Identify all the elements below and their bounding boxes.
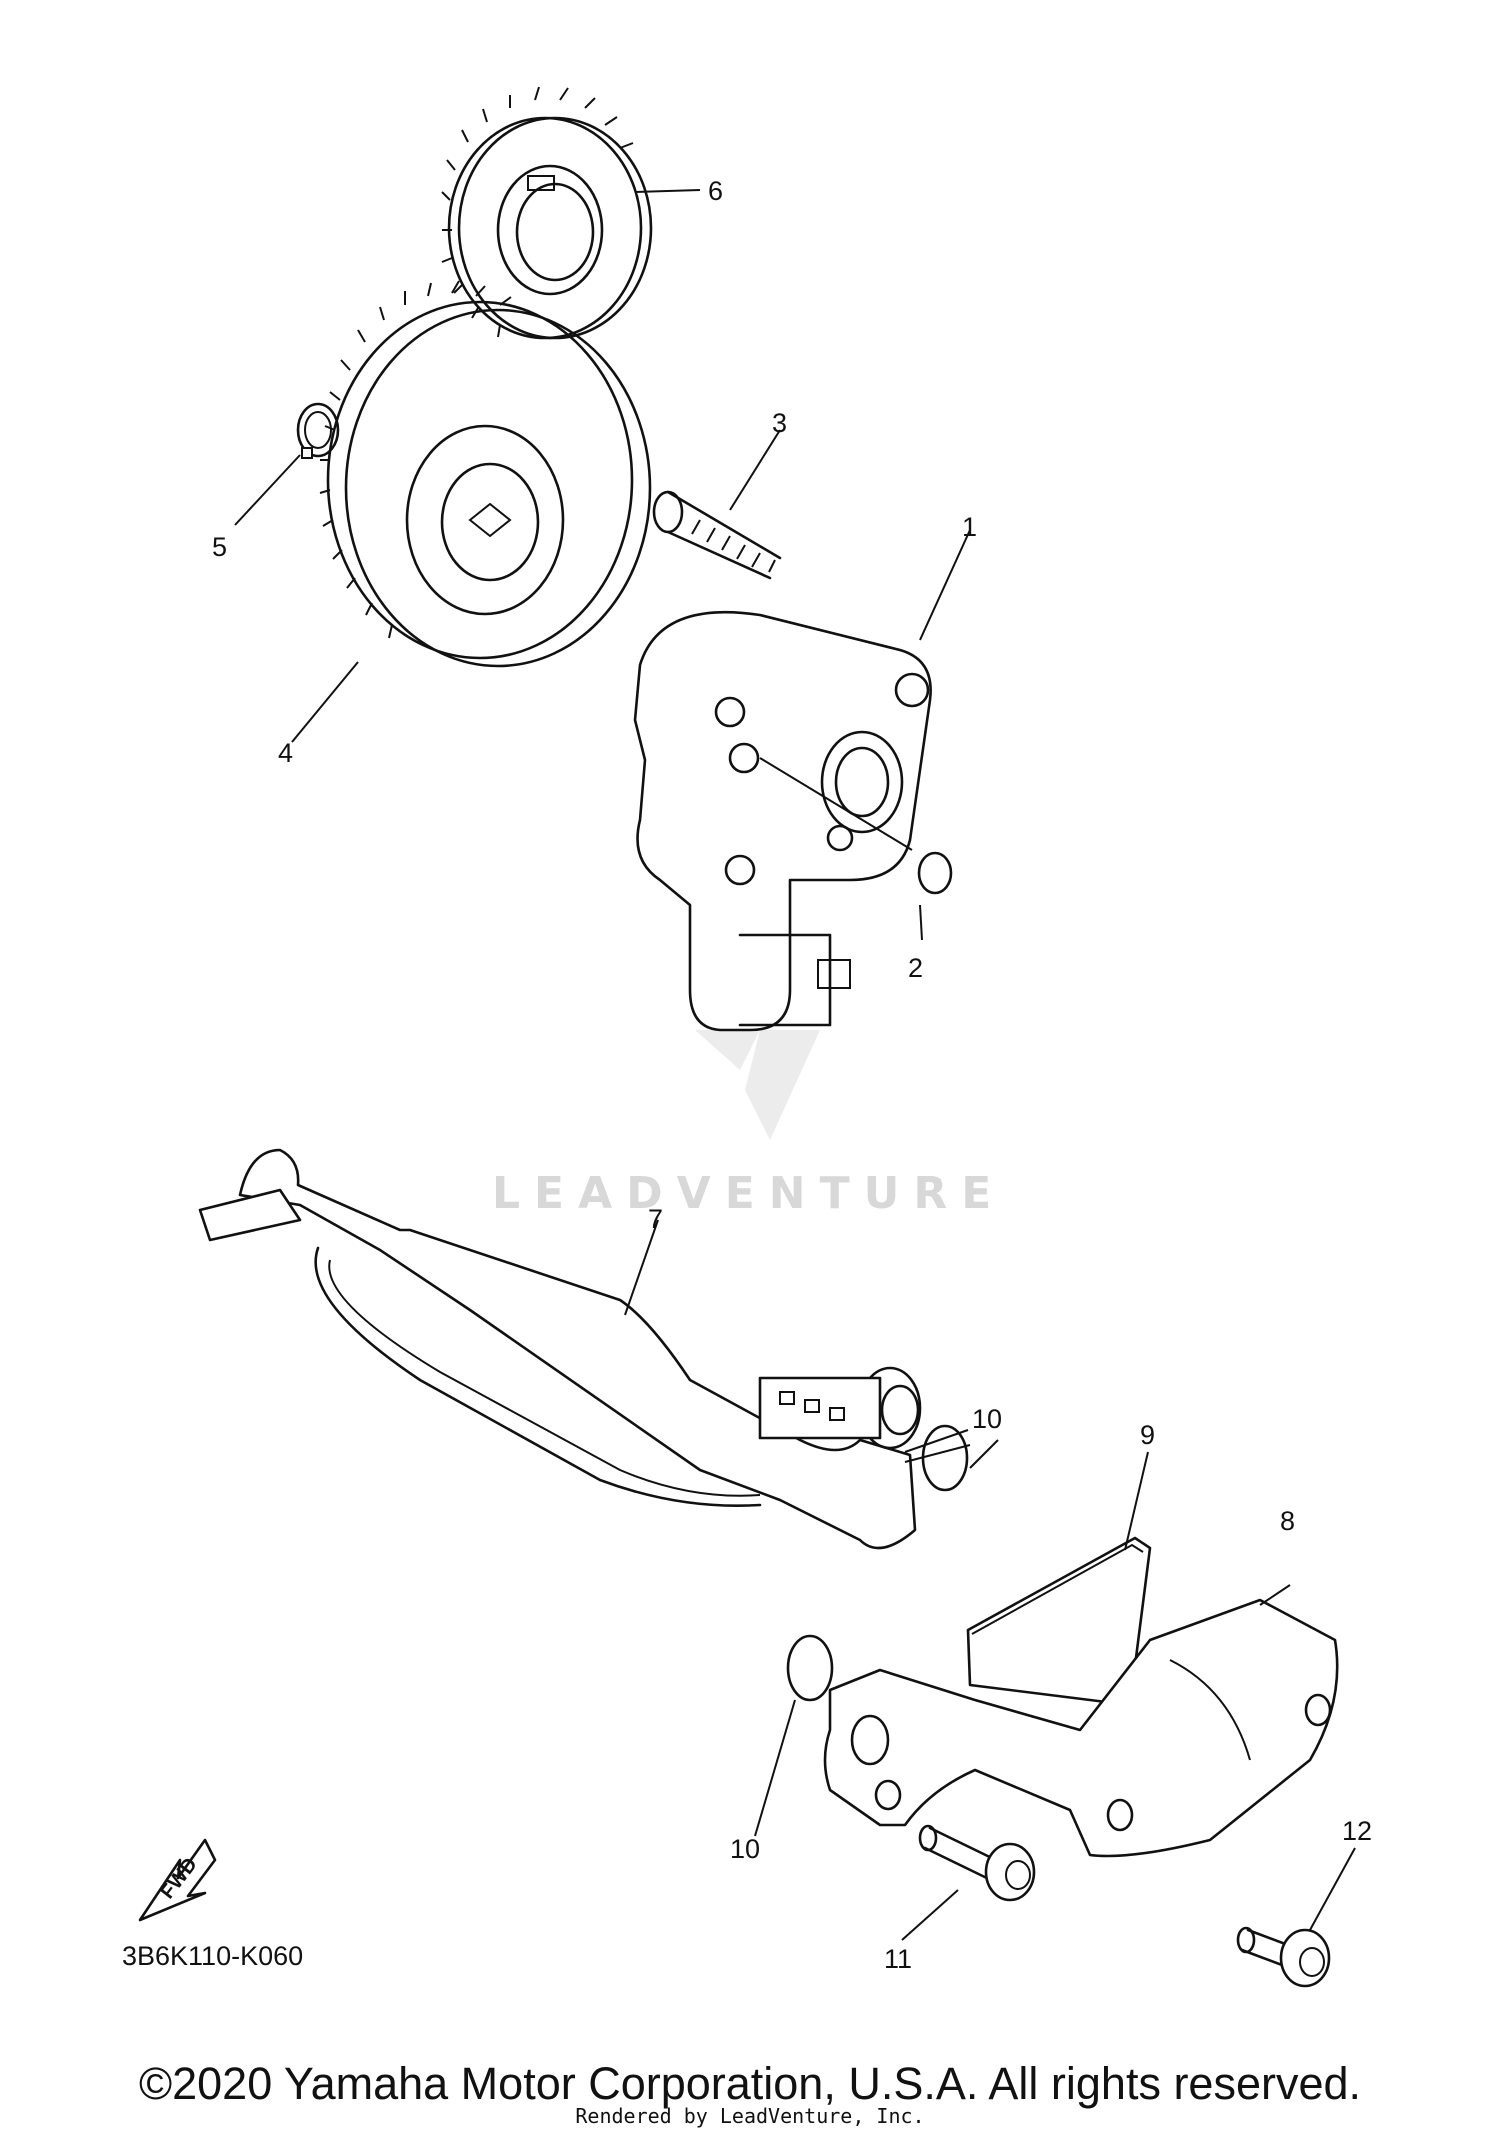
fwd-arrow-icon: FWD <box>138 1838 217 1922</box>
part-7-strainer[interactable] <box>198 1148 922 1550</box>
callout-5: 5 <box>212 532 227 562</box>
part-10-o-ring-lower[interactable] <box>786 1634 834 1702</box>
part-2-o-ring[interactable] <box>917 851 953 895</box>
callout-3: 3 <box>772 408 787 438</box>
watermark-text: LEADVENTURE <box>492 1168 1005 1219</box>
part-6-gear[interactable] <box>441 86 653 340</box>
part-8-oil-pipe[interactable] <box>823 1598 1339 1858</box>
part-12-bolt[interactable] <box>1236 1926 1331 1988</box>
callout-labels: 1 2 3 4 5 6 7 8 9 10 10 11 12 3B6K110-K0… <box>122 176 1372 1974</box>
callout-10-lower: 10 <box>730 1834 760 1864</box>
copyright-text: ©2020 Yamaha Motor Corporation, U.S.A. A… <box>138 2058 1362 2109</box>
part-3-bolt[interactable] <box>652 490 782 580</box>
callout-10-upper: 10 <box>972 1404 1002 1434</box>
callout-8: 8 <box>1280 1506 1295 1536</box>
part-code: 3B6K110-K060 <box>122 1941 303 1971</box>
callout-9: 9 <box>1140 1420 1155 1450</box>
part-4-gear[interactable] <box>319 280 652 668</box>
callout-7: 7 <box>648 1204 663 1234</box>
callout-1: 1 <box>962 512 977 542</box>
part-1-oil-pump[interactable] <box>633 610 932 1032</box>
part-9-gasket[interactable] <box>966 1536 1152 1707</box>
callout-12: 12 <box>1342 1816 1372 1846</box>
callout-6: 6 <box>708 176 723 206</box>
callout-4: 4 <box>278 738 293 768</box>
callout-11: 11 <box>884 1944 912 1974</box>
part-10-o-ring-upper[interactable] <box>921 1424 969 1492</box>
part-5-circlip[interactable] <box>296 402 340 459</box>
leadventure-watermark: LEADVENTURE <box>492 1030 1005 1219</box>
rendered-by-text: Rendered by LeadVenture, Inc. <box>575 2104 925 2128</box>
part-11-bolt[interactable] <box>918 1824 1036 1902</box>
callout-2: 2 <box>908 953 923 983</box>
leader-lines <box>234 189 1356 1941</box>
